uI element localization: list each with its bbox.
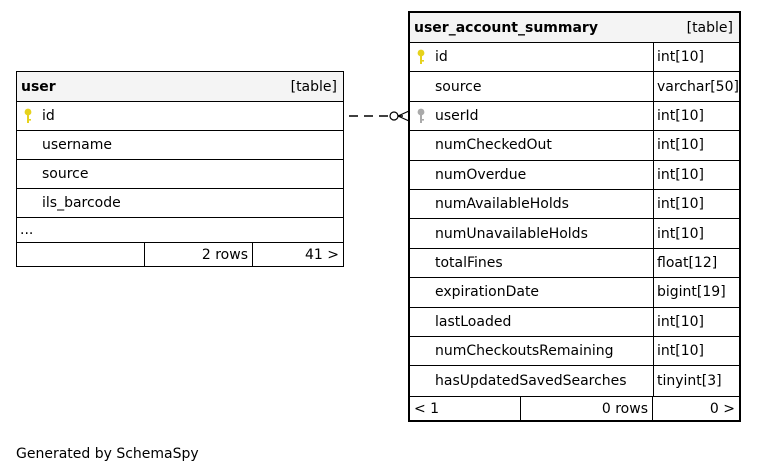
footer-parents: < 1 bbox=[414, 401, 440, 418]
column-row-ils-barcode: ils_barcode bbox=[17, 189, 343, 218]
column-row-id: id bbox=[17, 102, 343, 131]
column-row: source varchar[50] bbox=[410, 72, 739, 102]
zero-marker bbox=[389, 111, 399, 121]
column-name: numCheckedOut bbox=[435, 137, 552, 154]
column-name: numUnavailableHolds bbox=[435, 225, 588, 242]
column-type: int[10] bbox=[653, 336, 739, 366]
column-name: numOverdue bbox=[435, 166, 527, 183]
footer-row-count: 0 rows bbox=[520, 396, 652, 422]
column-row-source: source bbox=[17, 160, 343, 189]
column-row: userId int[10] bbox=[410, 101, 739, 132]
column-name: id bbox=[435, 49, 448, 66]
primary-key-icon bbox=[410, 43, 432, 71]
column-row: numCheckedOut int[10] bbox=[410, 131, 739, 161]
column-type: float[12] bbox=[653, 248, 739, 278]
more-columns-ellipsis: ... bbox=[17, 218, 343, 243]
column-row: numAvailableHolds int[10] bbox=[410, 189, 739, 220]
column-name: numAvailableHolds bbox=[435, 196, 569, 213]
footer-children: 0 > bbox=[652, 396, 739, 422]
summary-table-footer: < 1 0 rows 0 > bbox=[410, 395, 739, 422]
column-name: userId bbox=[435, 107, 479, 124]
column-name: expirationDate bbox=[435, 284, 540, 301]
primary-key-icon bbox=[17, 102, 39, 130]
column-type: varchar[50] bbox=[653, 72, 739, 101]
column-type: int[10] bbox=[653, 160, 739, 189]
column-type: int[10] bbox=[653, 307, 739, 336]
user-table[interactable]: user [table] id username source ils_barc… bbox=[16, 71, 344, 267]
table-kind: [table] bbox=[290, 78, 337, 95]
column-type: int[10] bbox=[653, 43, 739, 72]
column-type: int[10] bbox=[653, 189, 739, 219]
column-name: ils_barcode bbox=[42, 195, 121, 211]
column-row: numOverdue int[10] bbox=[410, 160, 739, 190]
column-row-username: username bbox=[17, 131, 343, 160]
column-row: id int[10] bbox=[410, 43, 739, 73]
column-row: totalFines float[12] bbox=[410, 248, 739, 279]
column-name: source bbox=[42, 166, 89, 182]
column-type: int[10] bbox=[653, 101, 739, 131]
footer-row-count: 2 rows bbox=[144, 243, 252, 267]
table-name: user bbox=[21, 78, 56, 95]
crowfoot-lower bbox=[397, 115, 410, 122]
column-name: source bbox=[435, 78, 482, 95]
user-table-footer: 2 rows 41 > bbox=[17, 243, 343, 267]
column-type: int[10] bbox=[653, 219, 739, 248]
column-name: totalFines bbox=[435, 254, 503, 271]
foreign-key-icon bbox=[410, 102, 432, 130]
column-row: lastLoaded int[10] bbox=[410, 307, 739, 337]
table-kind: [table] bbox=[686, 19, 733, 36]
footer-parents bbox=[17, 243, 144, 267]
column-name: username bbox=[42, 137, 112, 153]
footer-children: 41 > bbox=[252, 243, 343, 267]
column-name: lastLoaded bbox=[435, 313, 512, 330]
crowfoot-upper bbox=[397, 110, 410, 117]
column-name: numCheckoutsRemaining bbox=[435, 343, 614, 360]
table-name: user_account_summary bbox=[414, 19, 598, 36]
summary-table-header: user_account_summary [table] bbox=[410, 13, 739, 43]
column-row: numUnavailableHolds int[10] bbox=[410, 219, 739, 249]
generated-by-caption: Generated by SchemaSpy bbox=[16, 446, 199, 462]
column-name: hasUpdatedSavedSearches bbox=[435, 372, 627, 389]
column-name: id bbox=[42, 108, 55, 124]
column-row: expirationDate bigint[19] bbox=[410, 278, 739, 308]
column-type: int[10] bbox=[653, 131, 739, 160]
user-table-header: user [table] bbox=[17, 72, 343, 102]
column-row: numCheckoutsRemaining int[10] bbox=[410, 336, 739, 367]
column-row: hasUpdatedSavedSearches tinyint[3] bbox=[410, 366, 739, 396]
column-type: tinyint[3] bbox=[653, 366, 739, 396]
column-type: bigint[19] bbox=[653, 278, 739, 307]
